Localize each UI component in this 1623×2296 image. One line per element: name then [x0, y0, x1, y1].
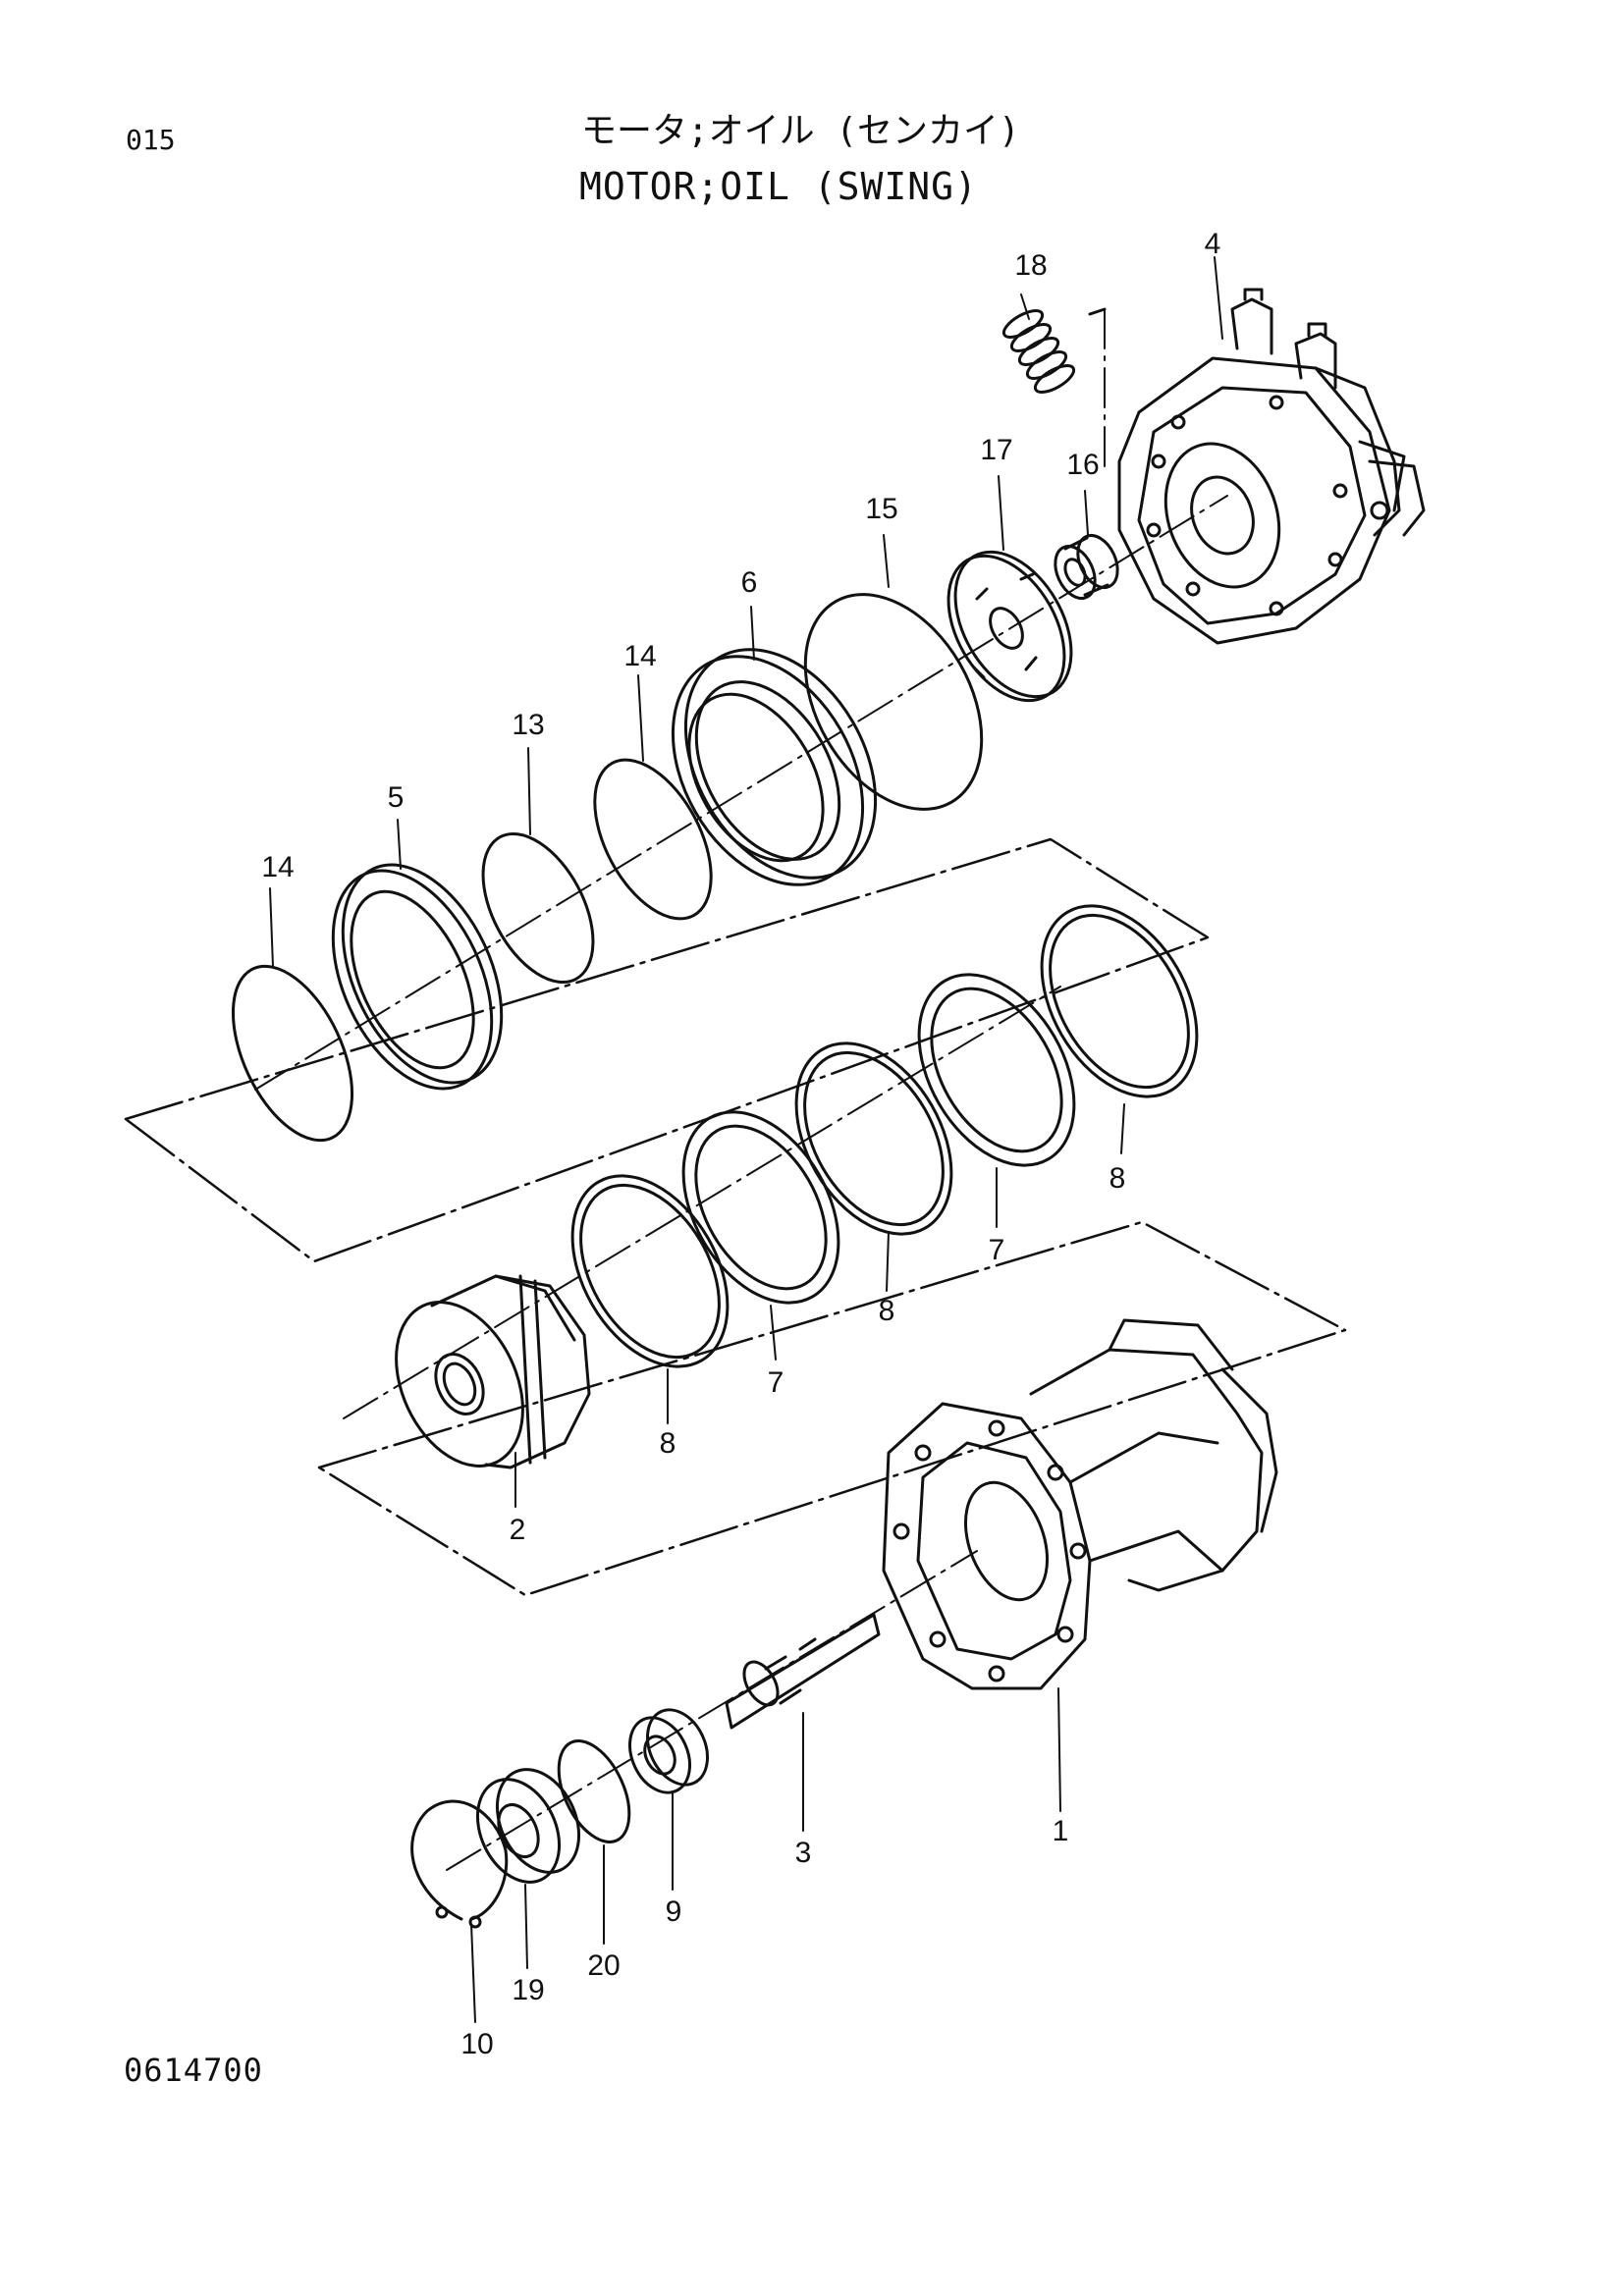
callout-5: 5 — [388, 781, 405, 814]
callout-14-b: 14 — [261, 851, 294, 883]
group-outline-upper — [124, 837, 1210, 1263]
callout-1: 1 — [1053, 1815, 1069, 1847]
callout-20: 20 — [587, 1949, 620, 1982]
title-english: MOTOR;OIL (SWING) — [579, 165, 978, 208]
callout-6: 6 — [741, 566, 758, 599]
part-1-housing — [882, 1318, 1278, 1690]
callout-14-a: 14 — [623, 640, 656, 672]
part-2-cylinder-block — [395, 1274, 591, 1469]
part-7-plate-a — [917, 973, 1076, 1167]
callout-15: 15 — [865, 493, 897, 525]
callout-4: 4 — [1205, 228, 1221, 260]
callout-10: 10 — [460, 2028, 493, 2060]
part-13-o-ring — [481, 831, 595, 985]
callout-19: 19 — [512, 1974, 544, 2006]
part-16-bearing — [1054, 534, 1119, 600]
part-8-friction-plate-c — [570, 1174, 730, 1368]
part-5-piston — [331, 863, 504, 1091]
part-18-spring — [1001, 307, 1107, 394]
part-6-piston — [671, 648, 878, 886]
part-20-o-ring — [557, 1739, 631, 1843]
group-outline-lower — [317, 1220, 1347, 1597]
callout-labels: 18 4 17 16 15 6 14 13 5 14 8 7 8 7 8 2 1… — [261, 228, 1220, 2060]
part-14-o-ring-a — [593, 758, 713, 921]
drawing-number: 0614700 — [124, 2052, 263, 2089]
part-17-valve-plate — [947, 550, 1073, 703]
part-7-plate-b — [681, 1110, 840, 1305]
part-9-bearing — [628, 1708, 709, 1794]
part-8-friction-plate-a — [1040, 904, 1199, 1098]
callout-3: 3 — [795, 1837, 812, 1869]
callout-9: 9 — [666, 1896, 682, 1928]
callout-17: 17 — [980, 434, 1012, 466]
part-15-o-ring — [803, 593, 984, 811]
page-code: 015 — [126, 124, 176, 156]
callout-7-a: 7 — [989, 1234, 1005, 1266]
callout-7-b: 7 — [768, 1366, 784, 1399]
leader-lines — [269, 256, 1223, 2023]
callout-16: 16 — [1066, 449, 1099, 481]
callout-18: 18 — [1014, 249, 1047, 282]
axis-lines — [254, 308, 1228, 1871]
part-19-oil-seal — [475, 1768, 581, 1884]
part-10-retaining-ring — [410, 1799, 509, 1929]
part-14-o-ring-b — [231, 964, 354, 1143]
callout-8-a: 8 — [1109, 1162, 1126, 1195]
title-japanese: モータ;オイル (センカイ) — [581, 111, 1020, 151]
callout-13: 13 — [512, 709, 544, 741]
callout-8-b: 8 — [879, 1295, 895, 1327]
part-4-valve-casing — [1117, 288, 1426, 645]
callout-2: 2 — [510, 1514, 526, 1546]
part-3-shaft — [725, 1613, 881, 1730]
callout-8-c: 8 — [660, 1427, 676, 1460]
